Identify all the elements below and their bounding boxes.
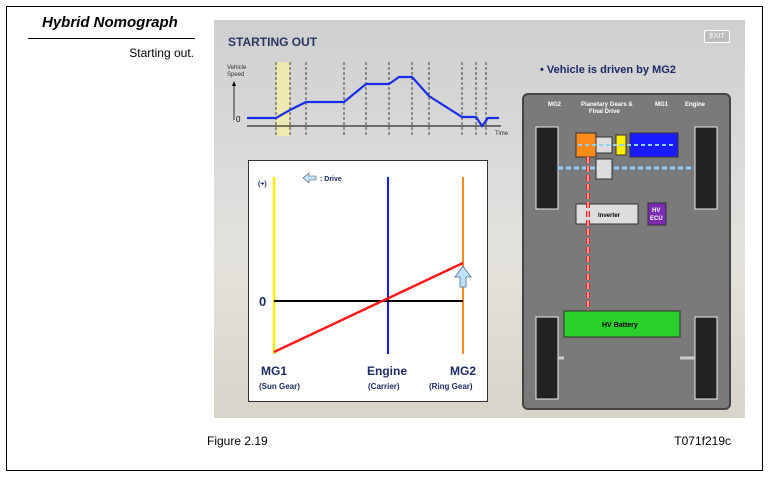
axis-label-mg1: MG1 [261, 364, 287, 378]
label-mg1: MG1 [655, 102, 669, 108]
lever-line [273, 261, 464, 354]
label-planetary-1: Planetary Gears & [581, 102, 633, 108]
axis-sub-engine: (Carrier) [368, 382, 400, 391]
axis-sub-mg1: (Sun Gear) [259, 382, 300, 391]
time-dividers [275, 62, 487, 136]
drivetrain-panel: MG2 Planetary Gears & Final Drive MG1 En… [522, 93, 731, 410]
section-rule [28, 38, 195, 39]
wheel-fr [694, 126, 718, 210]
speed-zero-label: 0 [236, 115, 241, 124]
slide-bullet: • Vehicle is driven by MG2 [540, 64, 676, 76]
mg2-drive-arrow-icon [454, 265, 472, 288]
label-planetary-2: Final Drive [589, 109, 620, 115]
nomograph-svg: (+) : Drive 0 MG1 (Sun Gear) Engine (Car… [258, 172, 476, 391]
label-hv-ecu-2: ECU [650, 216, 663, 222]
slide-image: STARTING OUT EXIT • Vehicle is driven by… [214, 20, 745, 418]
label-battery: HV Battery [602, 322, 638, 329]
label-engine: Engine [685, 102, 706, 108]
plus-label: (+) [258, 181, 267, 188]
highlight-band [276, 62, 290, 136]
speed-curve [247, 75, 499, 128]
speed-xlabel: Time [495, 131, 509, 137]
wheel-rr [694, 316, 718, 400]
page-frame [6, 6, 763, 471]
axis-label-engine: Engine [367, 364, 407, 378]
front-wheels [535, 126, 718, 210]
rear-wheels [535, 316, 718, 400]
speed-graph: Vehicle Speed 0 Time [227, 62, 509, 137]
wheel-fl [535, 126, 559, 210]
slide-title: STARTING OUT [228, 35, 318, 49]
final-drive [595, 158, 613, 180]
section-title: Hybrid Nomograph [42, 14, 178, 31]
drive-arrow-icon [302, 172, 317, 184]
section-subtitle: Starting out. [129, 46, 194, 60]
axis-label-mg2: MG2 [450, 364, 476, 378]
zero-label: 0 [259, 294, 266, 309]
drive-legend: : Drive [320, 176, 342, 183]
hv-ecu-block [647, 202, 667, 226]
speed-ylabel-1: Vehicle [227, 65, 247, 71]
label-inverter: Inverter [598, 213, 621, 219]
label-mg2: MG2 [548, 102, 562, 108]
drivetrain-svg: MG2 Planetary Gears & Final Drive MG1 En… [535, 102, 718, 400]
inverter-block [575, 203, 639, 225]
axis-sub-mg2: (Ring Gear) [429, 382, 473, 391]
speed-ylabel-2: Speed [227, 72, 244, 78]
label-hv-ecu-1: HV [652, 208, 660, 214]
battery-block [563, 310, 681, 338]
figure-code: T071f219c [674, 434, 731, 448]
exit-button[interactable]: EXIT [704, 30, 730, 43]
figure-label: Figure 2.19 [207, 434, 268, 448]
nomograph-panel: (+) : Drive 0 MG1 (Sun Gear) Engine (Car… [248, 160, 488, 402]
wheel-rl [535, 316, 559, 400]
y-axis-arrow [232, 81, 236, 86]
